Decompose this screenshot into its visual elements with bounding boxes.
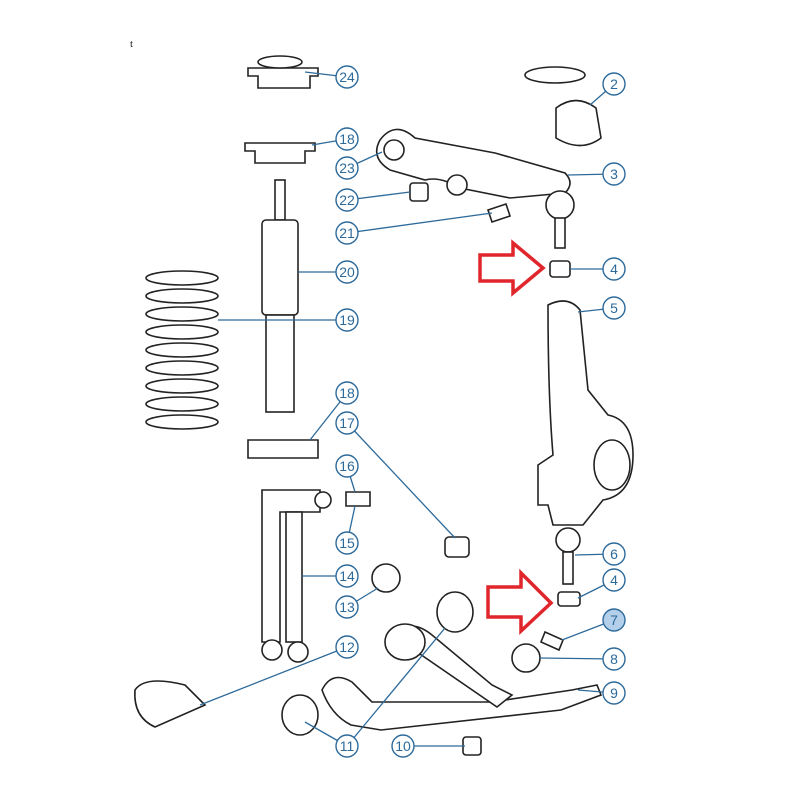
red-arrow-lower (486, 568, 554, 636)
leader-line-17 (346, 422, 456, 539)
callout-number: 8 (610, 651, 618, 667)
part-nut-4b (557, 591, 581, 607)
part-bushing-11b (436, 591, 474, 633)
part-spring-seat-lower (247, 439, 319, 459)
callout-11: 11 (335, 734, 359, 758)
callout-number: 12 (339, 639, 355, 655)
callout-4: 4 (602, 257, 626, 281)
callout-number: 17 (339, 415, 355, 431)
callout-number: 11 (340, 738, 355, 754)
callout-number: 13 (339, 599, 355, 615)
callout-number: 6 (610, 546, 618, 562)
callout-20: 20 (335, 260, 359, 284)
part-upper-arm (375, 128, 571, 199)
callout-5: 5 (602, 296, 626, 320)
callout-9: 9 (602, 681, 626, 705)
callout-number: 21 (339, 225, 355, 241)
callout-2: 2 (602, 72, 626, 96)
part-shock-rod (274, 179, 286, 221)
callout-17: 17 (335, 411, 359, 435)
callout-19: 19 (335, 308, 359, 332)
callout-number: 3 (610, 166, 618, 182)
callout-number: 4 (610, 261, 618, 277)
callout-10: 10 (391, 734, 415, 758)
callout-22: 22 (335, 188, 359, 212)
callout-8: 8 (602, 647, 626, 671)
callout-24: 24 (335, 65, 359, 89)
leader-line-21 (346, 212, 493, 234)
part-bushing-11a (281, 694, 319, 736)
callout-21: 21 (335, 221, 359, 245)
callout-16: 16 (335, 454, 359, 478)
callout-number: 10 (395, 738, 411, 754)
part-knuckle (537, 300, 634, 526)
callout-number: 9 (610, 685, 618, 701)
callout-18: 18 (335, 381, 359, 405)
callout-12: 12 (335, 635, 359, 659)
callout-number: 22 (339, 192, 355, 208)
red-arrow-upper (478, 239, 546, 297)
callout-number: 18 (339, 131, 355, 147)
part-shock-body (261, 219, 299, 316)
callout-number: 14 (339, 568, 355, 584)
leader-line-11 (346, 627, 446, 747)
part-bolt-21 (486, 202, 512, 224)
part-lower-arm (321, 676, 603, 731)
part-bump-stop (555, 99, 602, 147)
callout-3: 3 (602, 162, 626, 186)
part-top-mount (247, 67, 319, 89)
callout-23: 23 (335, 156, 359, 180)
callout-7: 7 (602, 608, 626, 632)
part-nut-10 (462, 736, 482, 756)
callout-number: 19 (339, 312, 355, 328)
part-link (261, 489, 321, 643)
callout-4: 4 (602, 568, 626, 592)
part-bushing-17 (444, 536, 470, 558)
part-sensor-7 (539, 630, 565, 652)
callout-number: 24 (339, 69, 355, 85)
callout-number: 4 (610, 572, 618, 588)
part-bushing-8 (511, 643, 541, 673)
leader-line-8 (539, 657, 615, 660)
callout-6: 6 (602, 542, 626, 566)
leader-line-12 (199, 646, 348, 706)
callout-number: 23 (339, 160, 355, 176)
part-coil-spring (145, 270, 219, 430)
callout-number: 15 (339, 535, 355, 551)
callout-number: 2 (610, 76, 618, 92)
part-spring-seat-upper (244, 142, 316, 164)
part-nut-22 (409, 182, 429, 202)
callout-18: 18 (335, 127, 359, 151)
part-shield (134, 680, 207, 728)
callout-number: 20 (339, 264, 355, 280)
part-ball-joint (555, 527, 581, 553)
callout-14: 14 (335, 564, 359, 588)
parts-drawing (134, 55, 634, 756)
red-arrows (478, 239, 554, 636)
callout-number: 16 (339, 458, 355, 474)
callouts: 24 2 18 23 3 22 21 4 20 5 19 18 17 16 15 6 14 4 13 7 12 8 9 11 1… (335, 65, 626, 758)
callout-13: 13 (335, 595, 359, 619)
callout-number: 18 (339, 385, 355, 401)
corner-label: t (130, 38, 134, 50)
callout-number: 5 (610, 300, 618, 316)
part-nut-4 (549, 260, 571, 278)
callout-number: 7 (610, 612, 618, 628)
part-bushing-bolt (345, 491, 371, 507)
callout-15: 15 (335, 531, 359, 555)
part-bushing-13 (371, 563, 401, 593)
